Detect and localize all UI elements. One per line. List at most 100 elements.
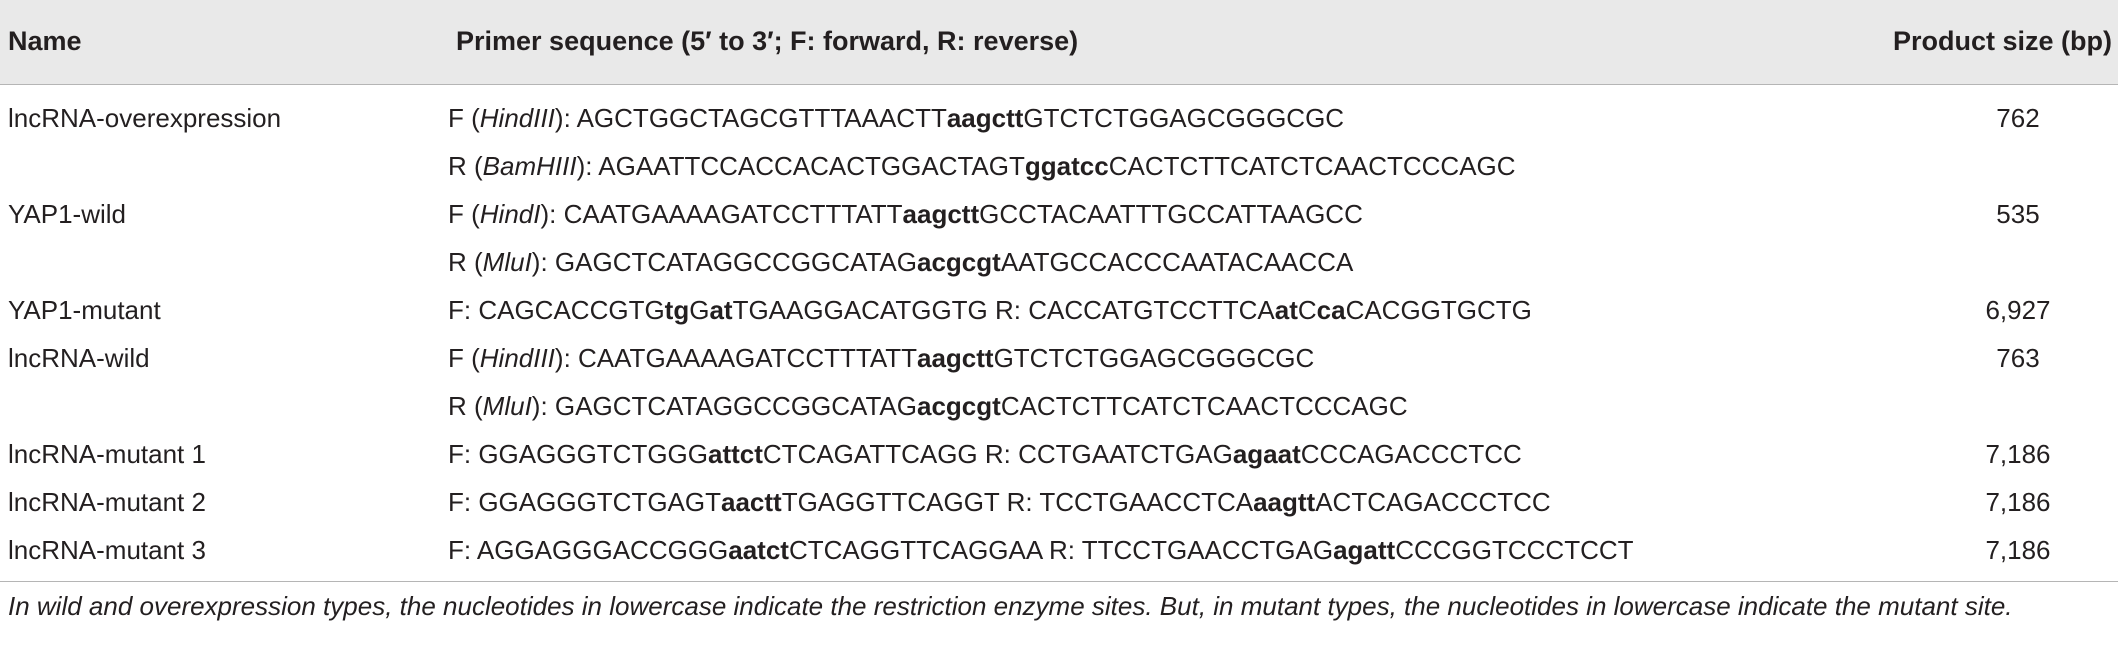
- product-size: [1838, 239, 2118, 287]
- product-size: 7,186: [1985, 439, 2051, 469]
- primer-name: lncRNA-overexpression: [8, 103, 282, 133]
- highlighted-site: ggatcc: [1024, 151, 1109, 181]
- sequence-text: TGAGGTTCAGGT R: TCCTGAACCTCA: [781, 487, 1254, 517]
- highlighted-site: acgcgt: [917, 391, 1001, 421]
- sequence-text: GCCTACAATTTGCCATTAAGCC: [979, 199, 1363, 229]
- table-row: lncRNA-mutant 1 F: GGAGGGTCTGGGattctCTCAG…: [0, 431, 2118, 479]
- sequence-text: ): CAATGAAAAGATCCTTTATT: [540, 199, 903, 229]
- sequence-text: GTCTCTGGAGCGGGCGC: [1023, 103, 1345, 133]
- highlighted-site: aactt: [721, 487, 782, 517]
- highlighted-site: tg: [664, 295, 690, 325]
- primer-sequence: F (HindI): CAATGAAAAGATCCTTTATTaagcttGCC…: [448, 191, 1838, 239]
- sequence-text: CACTCTTCATCTCAACTCCCAGC: [1000, 391, 1408, 421]
- highlighted-site: aagctt: [917, 343, 994, 373]
- highlighted-site: at: [1274, 295, 1298, 325]
- primer-name: YAP1-wild: [8, 199, 127, 229]
- table-header: Name Primer sequence (5′ to 3′; F: forwa…: [0, 0, 2118, 85]
- product-size: 763: [1996, 343, 2040, 373]
- table-row: lncRNA-mutant 2 F: GGAGGGTCTGAGTaacttTGAG…: [0, 479, 2118, 527]
- highlighted-site: agaat: [1232, 439, 1301, 469]
- product-size: [1838, 383, 2118, 431]
- table-row: R (BamHIII): AGAATTCCACCACACTGGACTAGTgga…: [0, 143, 2118, 191]
- enzyme-name: MluI: [482, 247, 532, 277]
- sequence-text: ): AGCTGGCTAGCGTTTAAACTT: [554, 103, 947, 133]
- primer-name: [0, 239, 448, 287]
- header-name: Name: [0, 0, 448, 85]
- sequence-text: AATGCCACCCAATACAACCA: [1000, 247, 1354, 277]
- enzyme-name: HindIII: [479, 343, 555, 373]
- sequence-text: F: CAGCACCGTG: [448, 295, 665, 325]
- primer-name: lncRNA-mutant 2: [8, 487, 206, 517]
- highlighted-site: agatt: [1333, 535, 1396, 565]
- sequence-text: ): GAGCTCATAGGCCGGCATAG: [531, 247, 917, 277]
- sequence-text: R (: [448, 391, 483, 421]
- primer-sequence: R (BamHIII): AGAATTCCACCACACTGGACTAGTgga…: [448, 143, 1838, 191]
- sequence-text: F (: [448, 103, 480, 133]
- primer-name: lncRNA-mutant 1: [8, 439, 206, 469]
- header-sequence: Primer sequence (5′ to 3′; F: forward, R…: [448, 0, 1838, 85]
- product-size: 762: [1996, 103, 2040, 133]
- primer-name: [0, 143, 448, 191]
- product-size: 7,186: [1985, 535, 2051, 565]
- product-size: 7,186: [1985, 487, 2051, 517]
- table-row: YAP1-wild F (HindI): CAATGAAAAGATCCTTTATT…: [0, 191, 2118, 239]
- sequence-text: F (: [448, 199, 480, 229]
- table-row: lncRNA-wild F (HindIII): CAATGAAAAGATCCTT…: [0, 335, 2118, 383]
- sequence-text: CACGGTGCTG: [1345, 295, 1532, 325]
- sequence-text: CCCAGACCCTCC: [1300, 439, 1522, 469]
- table-row: R (MluI): GAGCTCATAGGCCGGCATAGacgcgtCACT…: [0, 383, 2118, 431]
- sequence-text: CTCAGATTCAGG R: CCTGAATCTGAG: [762, 439, 1233, 469]
- header-row: Name Primer sequence (5′ to 3′; F: forwa…: [0, 0, 2118, 85]
- sequence-text: F: GGAGGGTCTGGG: [448, 439, 708, 469]
- highlighted-site: at: [709, 295, 733, 325]
- highlighted-site: ca: [1316, 295, 1346, 325]
- primer-sequence: F: GGAGGGTCTGGGattctCTCAGATTCAGG R: CCTG…: [448, 431, 1838, 479]
- sequence-text: ): CAATGAAAAGATCCTTTATT: [554, 343, 917, 373]
- product-size: [1838, 143, 2118, 191]
- enzyme-name: MluI: [482, 391, 532, 421]
- primer-sequence: F: GGAGGGTCTGAGTaacttTGAGGTTCAGGT R: TCC…: [448, 479, 1838, 527]
- sequence-text: G: [689, 295, 710, 325]
- sequence-text: R (: [448, 151, 483, 181]
- primer-table-container: Name Primer sequence (5′ to 3′; F: forwa…: [0, 0, 2118, 623]
- header-product-size: Product size (bp): [1838, 0, 2118, 85]
- sequence-text: CCCGGTCCCTCCT: [1395, 535, 1634, 565]
- primer-sequence: F: CAGCACCGTGtgGatTGAAGGACATGGTG R: CACC…: [448, 287, 1838, 335]
- highlighted-site: aagtt: [1253, 487, 1316, 517]
- primer-name: [0, 383, 448, 431]
- primer-table: Name Primer sequence (5′ to 3′; F: forwa…: [0, 0, 2118, 575]
- primer-sequence: F: AGGAGGGACCGGGaatctCTCAGGTTCAGGAA R: T…: [448, 527, 1838, 575]
- table-footnote: In wild and overexpression types, the nu…: [0, 580, 2118, 623]
- sequence-text: CACTCTTCATCTCAACTCCCAGC: [1108, 151, 1516, 181]
- sequence-text: F: GGAGGGTCTGAGT: [448, 487, 721, 517]
- highlighted-site: attct: [708, 439, 763, 469]
- highlighted-site: aatct: [728, 535, 789, 565]
- sequence-text: CTCAGGTTCAGGAA R: TTCCTGAACCTGAG: [788, 535, 1334, 565]
- table-row: R (MluI): GAGCTCATAGGCCGGCATAGacgcgtAATG…: [0, 239, 2118, 287]
- table-row: lncRNA-overexpression F (HindIII): AGCTGG…: [0, 84, 2118, 143]
- product-size: 6,927: [1985, 295, 2051, 325]
- product-size: 535: [1996, 199, 2040, 229]
- enzyme-name: HindIII: [479, 103, 555, 133]
- primer-sequence: F (HindIII): AGCTGGCTAGCGTTTAAACTTaagctt…: [448, 84, 1838, 143]
- enzyme-name: BamHIII: [482, 151, 577, 181]
- primer-sequence: F (HindIII): CAATGAAAAGATCCTTTATTaagcttG…: [448, 335, 1838, 383]
- sequence-text: ): GAGCTCATAGGCCGGCATAG: [531, 391, 917, 421]
- primer-name: YAP1-mutant: [8, 295, 161, 325]
- primer-name: lncRNA-wild: [8, 343, 150, 373]
- primer-sequence: R (MluI): GAGCTCATAGGCCGGCATAGacgcgtCACT…: [448, 383, 1838, 431]
- primer-sequence: R (MluI): GAGCTCATAGGCCGGCATAGacgcgtAATG…: [448, 239, 1838, 287]
- highlighted-site: acgcgt: [917, 247, 1001, 277]
- highlighted-site: aagctt: [946, 103, 1024, 133]
- highlighted-site: aagctt: [902, 199, 980, 229]
- primer-name: lncRNA-mutant 3: [8, 535, 206, 565]
- sequence-text: F (: [448, 343, 480, 373]
- sequence-text: C: [1297, 295, 1317, 325]
- sequence-text: GTCTCTGGAGCGGGCGC: [993, 343, 1315, 373]
- sequence-text: F: AGGAGGGACCGGG: [448, 535, 729, 565]
- table-row: lncRNA-mutant 3 F: AGGAGGGACCGGGaatctCTCA…: [0, 527, 2118, 575]
- sequence-text: ACTCAGACCCTCC: [1315, 487, 1551, 517]
- sequence-text: R (: [448, 247, 483, 277]
